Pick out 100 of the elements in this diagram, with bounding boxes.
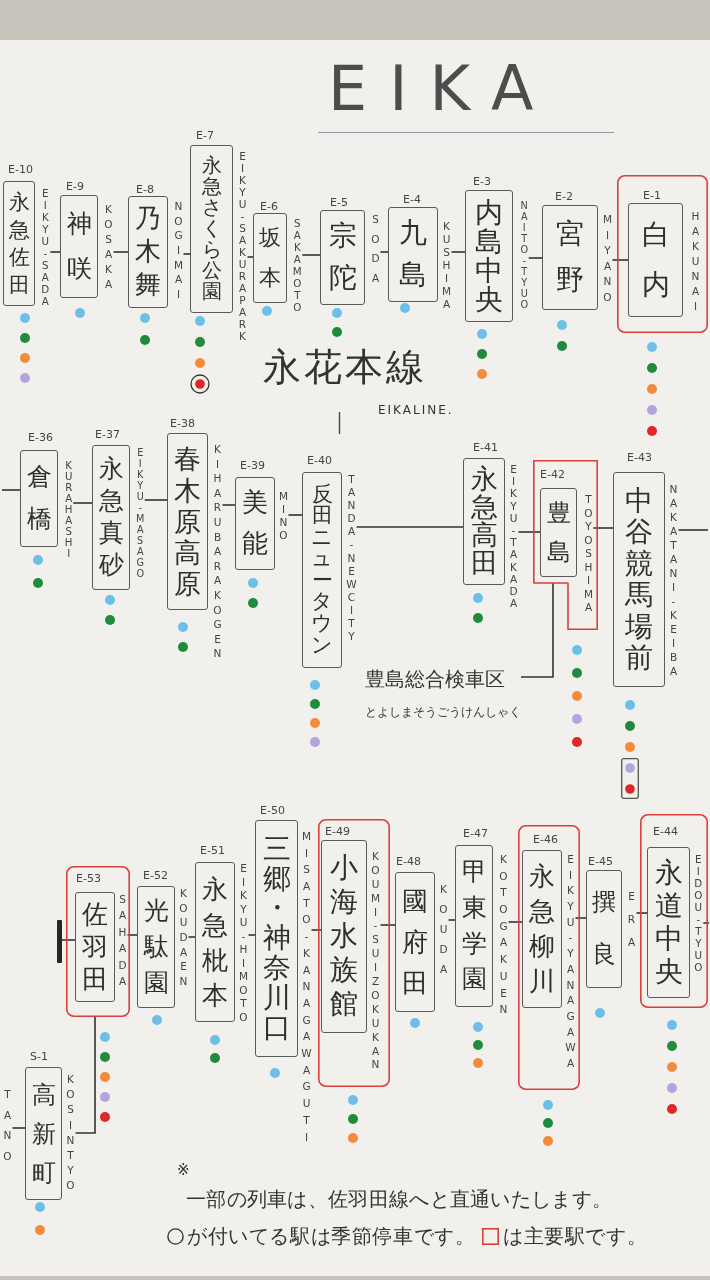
station-box: 佐羽田 bbox=[75, 892, 115, 1002]
station-box: 永急さくら公園 bbox=[190, 145, 233, 313]
station-number: S-1 bbox=[30, 1050, 48, 1063]
romaji-label: KUSHIMA bbox=[441, 220, 452, 311]
romaji-label: SAKAMOTO bbox=[292, 217, 303, 313]
track-line bbox=[355, 526, 464, 528]
major-station-frame bbox=[617, 175, 708, 333]
line-name-romaji: EIKALINE. bbox=[378, 404, 454, 418]
station-box: 倉橋 bbox=[20, 450, 58, 547]
romaji-label: TOYOSHIMA bbox=[583, 493, 594, 615]
track-line bbox=[702, 922, 710, 924]
track-line bbox=[507, 921, 523, 923]
track-line bbox=[379, 924, 396, 926]
romaji-label: EIKYU-SAKURAPARK bbox=[237, 150, 248, 342]
station-box: 内島中央 bbox=[465, 190, 513, 322]
station-box: 永急枇本 bbox=[195, 862, 235, 1022]
track-line bbox=[112, 251, 129, 253]
station-box: 永道中央 bbox=[647, 847, 690, 998]
depot-name: 豊島総合検車区 bbox=[365, 668, 505, 692]
romaji-label: TANO bbox=[2, 1088, 13, 1171]
track-line bbox=[221, 504, 236, 506]
station-box: 豊島 bbox=[540, 488, 577, 577]
track-line bbox=[574, 917, 587, 919]
romaji-label: EIKYU-HIMOTO bbox=[238, 862, 249, 1024]
track-line bbox=[49, 251, 61, 253]
track-line bbox=[611, 259, 629, 261]
station-box: 美能 bbox=[235, 477, 275, 570]
station-box: 中谷競馬場前 bbox=[613, 472, 665, 687]
track-line bbox=[287, 514, 303, 516]
romaji-label: KURAHASHI bbox=[63, 460, 74, 559]
romaji-label: NAITO-TYUO bbox=[519, 200, 529, 310]
track-line bbox=[72, 502, 93, 504]
station-box: 撰良 bbox=[586, 870, 622, 988]
romaji-label: MISATO-KANAGAWAGUTI bbox=[301, 830, 312, 1148]
station-box: 國府田 bbox=[395, 872, 435, 1012]
station-number: E-41 bbox=[473, 441, 498, 454]
note-mark: ※ bbox=[177, 1162, 190, 1180]
romaji-label: TANDA-NEWCITY bbox=[346, 473, 357, 644]
track-line bbox=[143, 499, 168, 501]
station-box: 光駄園 bbox=[137, 886, 175, 1008]
track-line bbox=[447, 919, 456, 921]
station-number: E-2 bbox=[555, 190, 573, 203]
romaji-label: EIKYU-YANAGAWA bbox=[565, 853, 576, 1073]
romaji-label: NOGIMAI bbox=[173, 200, 184, 303]
track-line bbox=[182, 253, 191, 255]
track-line bbox=[246, 256, 254, 258]
station-number: E-43 bbox=[627, 451, 652, 464]
station-box: 坂本 bbox=[253, 213, 287, 303]
track-line bbox=[74, 1016, 96, 1134]
romaji-label: KOUDA bbox=[438, 883, 449, 984]
track-line bbox=[527, 257, 543, 259]
romaji-label: KOUMI-SUIZOKUKAN bbox=[370, 850, 381, 1073]
station-box: 春木原高原 bbox=[167, 433, 208, 610]
romaji-label: KOUDAEN bbox=[178, 887, 189, 990]
station-box: 永急柳川 bbox=[522, 850, 562, 1008]
station-box: 反田ニュータウン bbox=[302, 472, 342, 668]
station-box: 甲東学園 bbox=[455, 845, 493, 1007]
station-number: E-39 bbox=[240, 459, 265, 472]
station-number: E-6 bbox=[260, 200, 278, 213]
station-number: E-46 bbox=[533, 833, 558, 846]
terminus-bar bbox=[57, 920, 62, 963]
romaji-label: KIHARUBARAKOGEN bbox=[212, 443, 223, 662]
station-number: E-36 bbox=[28, 431, 53, 444]
station-number: E-42 bbox=[540, 468, 565, 481]
station-box: 白内 bbox=[628, 203, 683, 317]
station-box: 神咲 bbox=[60, 195, 98, 298]
title: EIKA bbox=[328, 58, 556, 120]
romaji-label: KOSAKA bbox=[103, 203, 114, 293]
romaji-label: ERA bbox=[626, 890, 637, 959]
track-line bbox=[247, 934, 256, 936]
station-number: E-44 bbox=[653, 825, 678, 838]
station-number: E-49 bbox=[325, 825, 350, 838]
station-box: 小海水族館 bbox=[321, 840, 367, 1033]
station-box: 宗陀 bbox=[320, 210, 365, 305]
station-number: E-50 bbox=[260, 804, 285, 817]
station-box: 三郷・神奈川口 bbox=[255, 820, 298, 1057]
station-number: E-4 bbox=[403, 193, 421, 206]
station-number: E-8 bbox=[136, 183, 154, 196]
station-number: E-5 bbox=[330, 196, 348, 209]
major-station-frame bbox=[533, 460, 598, 630]
station-box: 永急真砂 bbox=[92, 445, 130, 590]
depot-reading: とよしまそうごうけんしゃく bbox=[365, 706, 521, 720]
station-number: E-45 bbox=[588, 855, 613, 868]
track-line bbox=[1, 489, 21, 491]
romaji-label: EIKYU-TAKADA bbox=[508, 463, 519, 610]
track-line bbox=[592, 527, 614, 529]
station-box: 永急高田 bbox=[463, 458, 505, 585]
romaji-label: SAHADA bbox=[117, 893, 128, 992]
station-number: E-38 bbox=[170, 417, 195, 430]
station-number: E-9 bbox=[66, 180, 84, 193]
legend-text: が付いてる駅は季節停車です。 bbox=[187, 1225, 476, 1248]
romaji-label: NAKATANI-KEIBA bbox=[668, 483, 679, 679]
track-line bbox=[187, 936, 196, 938]
station-number: E-47 bbox=[463, 827, 488, 840]
romaji-label: MINO bbox=[278, 490, 289, 542]
major-station-frame bbox=[66, 866, 130, 1017]
station-box: 宮野 bbox=[542, 205, 598, 310]
station-box: 九島 bbox=[388, 207, 438, 302]
station-number: E-53 bbox=[76, 872, 101, 885]
station-number: E-48 bbox=[396, 855, 421, 868]
